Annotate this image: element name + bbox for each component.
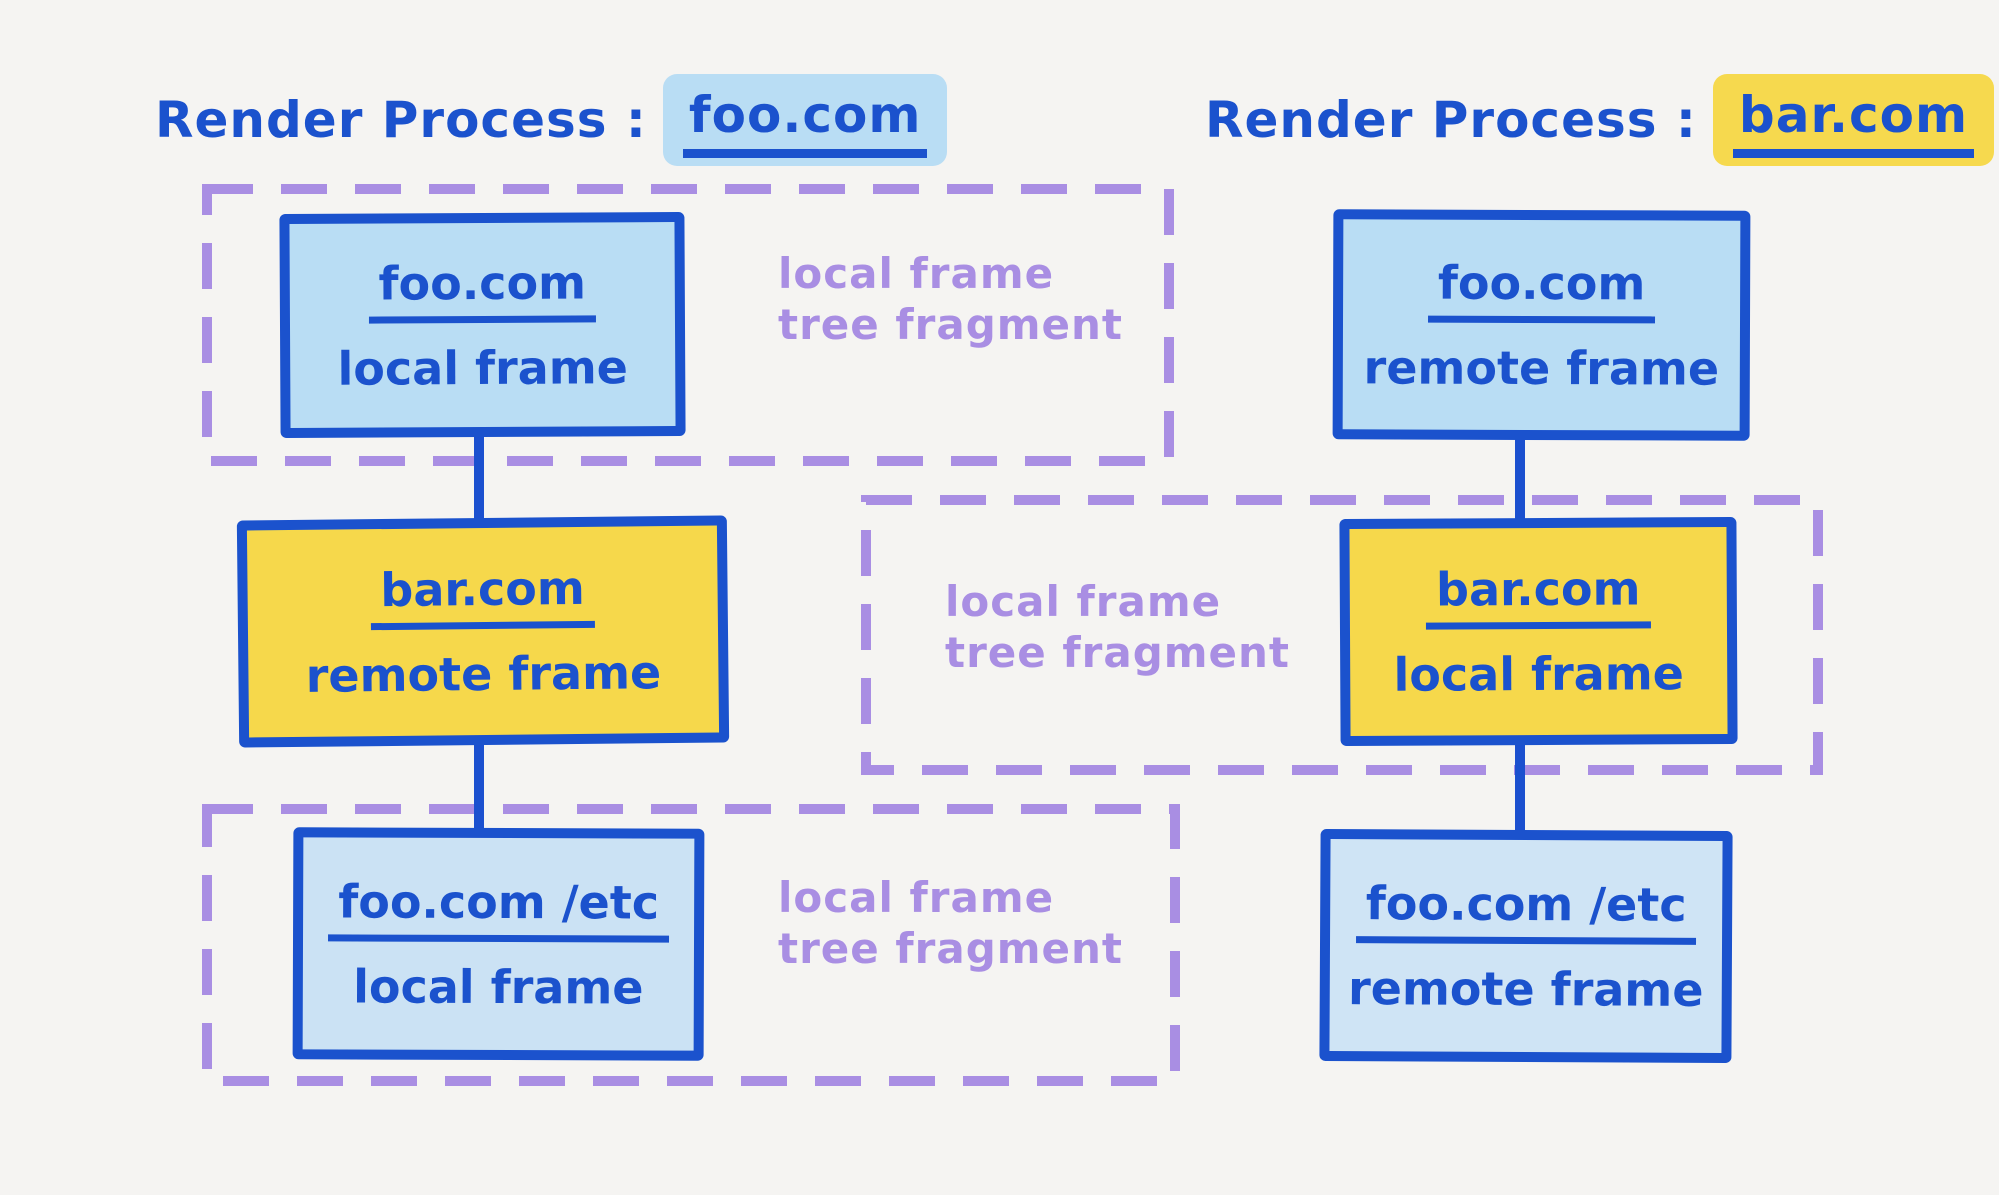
node-domain-label: foo.com /etc xyxy=(328,874,670,943)
title-domain-bar: bar.com xyxy=(1732,86,1975,158)
frame-node-fooetc-local: foo.com /etc local frame xyxy=(292,827,705,1061)
node-domain-label: bar.com xyxy=(1425,561,1651,630)
fragment-label-line2: tree fragment xyxy=(778,924,1124,974)
frame-node-bar-remote: bar.com remote frame xyxy=(236,515,730,748)
title-domain-highlight-blue: foo.com xyxy=(662,74,948,166)
frame-node-fooetc-remote: foo.com /etc remote frame xyxy=(1319,828,1733,1064)
title-domain-foo: foo.com xyxy=(682,86,928,158)
frame-node-bar-local: bar.com local frame xyxy=(1339,516,1738,747)
frame-node-foo-local: foo.com local frame xyxy=(279,211,686,439)
fragment-label-left-top: local frame tree fragment xyxy=(778,248,1123,350)
fragment-boundary-right-middle xyxy=(861,495,1823,775)
fragment-label-line1: local frame xyxy=(778,873,1055,922)
fragment-label-right-middle: local frame tree fragment xyxy=(945,576,1290,678)
node-frame-type-label: local frame xyxy=(353,958,644,1015)
title-domain-highlight-yellow: bar.com xyxy=(1712,74,1995,166)
node-domain-label: bar.com xyxy=(370,561,596,631)
fragment-label-line2: tree fragment xyxy=(945,628,1291,678)
frame-node-foo-remote: foo.com remote frame xyxy=(1332,209,1751,441)
title-prefix: Render Process : xyxy=(1205,91,1697,149)
node-domain-label: foo.com xyxy=(368,255,597,324)
node-domain-label: foo.com /etc xyxy=(1355,876,1697,945)
node-frame-type-label: remote frame xyxy=(305,645,662,703)
render-process-title-foo: Render Process : foo.com xyxy=(155,74,948,166)
node-frame-type-label: remote frame xyxy=(1363,339,1720,396)
fragment-boundary-left-bottom xyxy=(202,804,1180,1086)
title-prefix: Render Process : xyxy=(155,91,647,149)
fragment-label-line2: tree fragment xyxy=(778,300,1124,350)
node-frame-type-label: local frame xyxy=(337,339,629,396)
fragment-label-left-bottom: local frame tree fragment xyxy=(778,872,1123,974)
node-domain-label: foo.com xyxy=(1427,255,1656,323)
node-frame-type-label: remote frame xyxy=(1347,960,1704,1017)
fragment-label-line1: local frame xyxy=(945,577,1222,626)
node-frame-type-label: local frame xyxy=(1393,646,1685,702)
render-process-title-bar: Render Process : bar.com xyxy=(1205,74,1995,166)
fragment-boundary-left-top xyxy=(202,184,1174,466)
fragment-label-line1: local frame xyxy=(778,249,1055,298)
